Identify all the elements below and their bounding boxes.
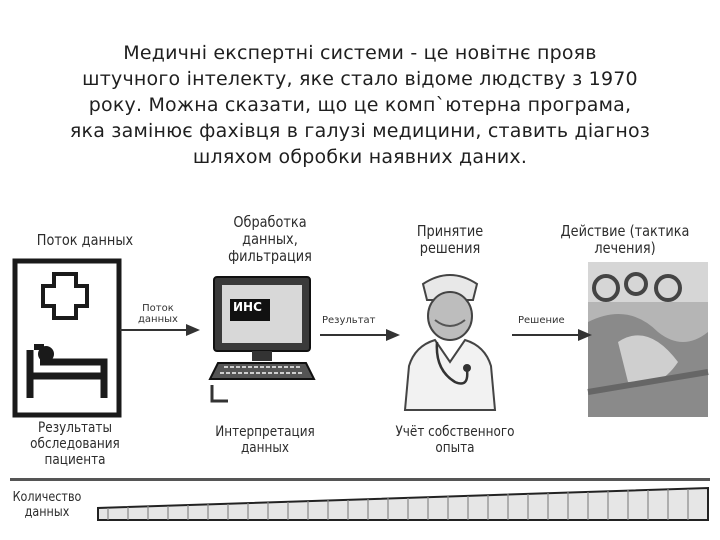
title-line: року. Можна сказати, що це комп`ютерна п… (88, 94, 632, 116)
doctor-icon (403, 274, 497, 411)
own-experience-label: Учёт собственного опыта (395, 424, 515, 456)
stage-data-flow-label: Поток данных (36, 231, 134, 249)
data-quantity-wedge (97, 486, 709, 521)
arrow-result (320, 329, 400, 341)
arrow-decision (512, 329, 592, 341)
arrow-data-flow-label: Поток данных (138, 303, 178, 325)
divider-line (10, 478, 710, 481)
slide-title: Медичні експертні системи - це новітнє п… (20, 40, 700, 170)
arrow-data-flow (120, 324, 200, 336)
arrow-decision-label: Решение (518, 315, 565, 326)
data-interpretation-label: Интерпретация данных (215, 424, 315, 456)
title-line: шляхом обробки наявних даних. (192, 146, 528, 168)
title-line: Медичні експертні системи - це новітнє п… (123, 42, 597, 64)
patient-results-label: Результаты обследования пациента (30, 420, 120, 468)
stage-action-label: Действие (тактика лечения) (560, 222, 690, 257)
data-quantity-label: Количество данных (12, 490, 82, 520)
arrow-result-label: Результат (322, 315, 376, 326)
computer-icon (208, 276, 316, 403)
stage-processing-label: Обработка данных, фильтрация (228, 213, 312, 265)
title-line: штучного інтелекту, яке стало відоме люд… (82, 68, 638, 90)
stage-decision-label: Принятие решения (416, 222, 484, 257)
hospital-bed-icon (12, 258, 122, 418)
monitor-text: ИНС (233, 300, 262, 314)
treatment-photo (587, 262, 709, 417)
title-line: яка замінює фахівця в галузі медицини, с… (69, 120, 651, 142)
